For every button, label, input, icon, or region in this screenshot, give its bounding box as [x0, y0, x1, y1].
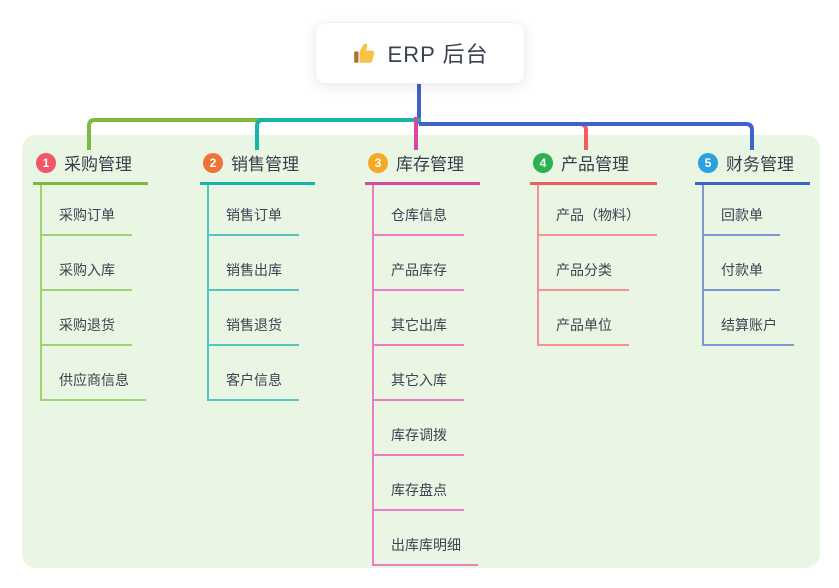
- child-node[interactable]: 库存盘点: [374, 456, 464, 511]
- branch-children: 产品（物料） 产品分类 产品单位: [537, 185, 657, 346]
- branch-label: 销售管理: [231, 155, 299, 174]
- branch-purchase: 1 采购管理 采购订单 采购入库 采购退货 供应商信息: [33, 150, 148, 401]
- child-node[interactable]: 产品库存: [374, 236, 464, 291]
- child-node[interactable]: 结算账户: [704, 291, 794, 346]
- badge-5: 5: [698, 152, 718, 173]
- branch-product: 4 产品管理 产品（物料） 产品分类 产品单位: [530, 150, 657, 346]
- branch-sales: 2 销售管理 销售订单 销售出库 销售退货 客户信息: [200, 150, 315, 401]
- child-node[interactable]: 产品（物料）: [539, 185, 657, 236]
- branch-title-purchase[interactable]: 1 采购管理: [33, 150, 148, 185]
- badge-4: 4: [533, 152, 553, 173]
- root-node-erp[interactable]: ERP 后台: [315, 22, 525, 84]
- badge-3: 3: [368, 152, 388, 173]
- root-node-label: ERP 后台: [387, 42, 489, 67]
- badge-2: 2: [203, 152, 223, 173]
- branch-title-product[interactable]: 4 产品管理: [530, 150, 657, 185]
- branch-title-sales[interactable]: 2 销售管理: [200, 150, 315, 185]
- child-node[interactable]: 销售订单: [209, 185, 299, 236]
- branch-label: 产品管理: [561, 155, 629, 174]
- child-node[interactable]: 回款单: [704, 185, 780, 236]
- child-node[interactable]: 其它入库: [374, 346, 464, 401]
- child-node[interactable]: 产品单位: [539, 291, 629, 346]
- child-node[interactable]: 销售出库: [209, 236, 299, 291]
- branch-label: 库存管理: [396, 155, 464, 174]
- thumbs-up-icon: [352, 40, 378, 66]
- child-node[interactable]: 采购订单: [42, 185, 132, 236]
- child-node[interactable]: 出库库明细: [374, 511, 478, 566]
- child-node[interactable]: 供应商信息: [42, 346, 146, 401]
- branch-title-inventory[interactable]: 3 库存管理: [365, 150, 480, 185]
- branch-finance: 5 财务管理 回款单 付款单 结算账户: [695, 150, 810, 346]
- child-node[interactable]: 客户信息: [209, 346, 299, 401]
- branch-children: 回款单 付款单 结算账户: [702, 185, 810, 346]
- child-node[interactable]: 销售退货: [209, 291, 299, 346]
- child-node[interactable]: 库存调拨: [374, 401, 464, 456]
- child-node[interactable]: 仓库信息: [374, 185, 464, 236]
- branch-inventory: 3 库存管理 仓库信息 产品库存 其它出库 其它入库 库存调拨 库存盘点 出库库…: [365, 150, 480, 566]
- child-node[interactable]: 其它出库: [374, 291, 464, 346]
- child-node[interactable]: 采购入库: [42, 236, 132, 291]
- branch-children: 仓库信息 产品库存 其它出库 其它入库 库存调拨 库存盘点 出库库明细: [372, 185, 480, 566]
- badge-1: 1: [36, 152, 56, 173]
- child-node[interactable]: 付款单: [704, 236, 780, 291]
- branch-children: 销售订单 销售出库 销售退货 客户信息: [207, 185, 315, 401]
- branch-label: 采购管理: [64, 155, 132, 174]
- child-node[interactable]: 采购退货: [42, 291, 132, 346]
- branch-label: 财务管理: [726, 155, 794, 174]
- branch-title-finance[interactable]: 5 财务管理: [695, 150, 810, 185]
- branch-children: 采购订单 采购入库 采购退货 供应商信息: [40, 185, 148, 401]
- canvas-panel: [22, 135, 820, 568]
- child-node[interactable]: 产品分类: [539, 236, 629, 291]
